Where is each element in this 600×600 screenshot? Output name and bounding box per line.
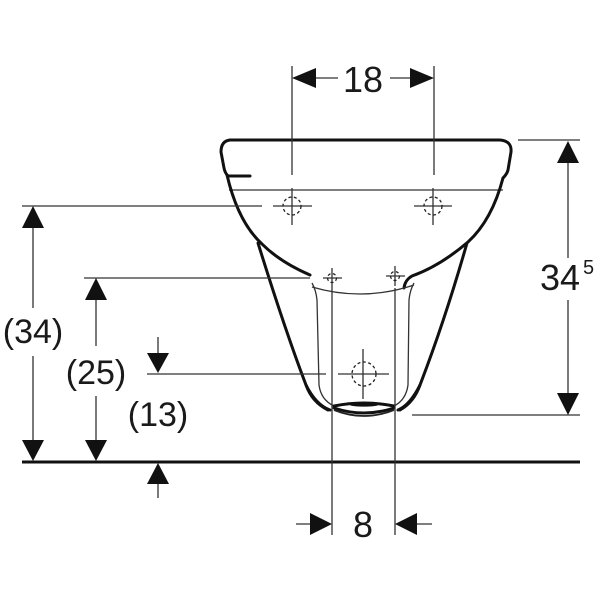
bidet-outline	[219, 138, 513, 417]
waste-outlet-point	[338, 349, 389, 399]
dimension-waste-height: (13)	[128, 337, 326, 498]
inner-panel-top	[311, 284, 415, 295]
top-fixing-point-left	[273, 188, 312, 225]
dimension-top-fixing-spacing: 18	[291, 59, 435, 175]
label-(34): (34)	[3, 313, 63, 351]
dimension-overall-height: 34 5	[412, 139, 594, 416]
water-supply-point-right	[386, 266, 405, 286]
dimension-fixing-height: (34)	[3, 205, 262, 461]
bowl-right-curve	[402, 176, 505, 290]
bowl-left-curve	[225, 173, 312, 277]
waste-outlet-bottom	[332, 406, 396, 415]
rim-top	[219, 138, 252, 178]
inner-panel-right	[393, 282, 415, 407]
label-(25): (25)	[66, 354, 126, 392]
water-supply-point-left	[323, 268, 342, 288]
label-34: 34	[540, 257, 580, 298]
inner-panel-left	[311, 282, 335, 407]
dimension-water-supply-height: (25)	[66, 277, 310, 461]
label-18: 18	[343, 59, 383, 100]
waste-outlet-top	[332, 401, 396, 408]
top-fixing-point-right	[414, 188, 452, 225]
svg-text:34: 34	[540, 257, 580, 298]
dimension-bottom-connection-spacing: 8	[296, 288, 432, 545]
label-superscript-5: 5	[583, 257, 594, 279]
label-8: 8	[353, 504, 373, 545]
label-(13): (13)	[128, 396, 188, 434]
